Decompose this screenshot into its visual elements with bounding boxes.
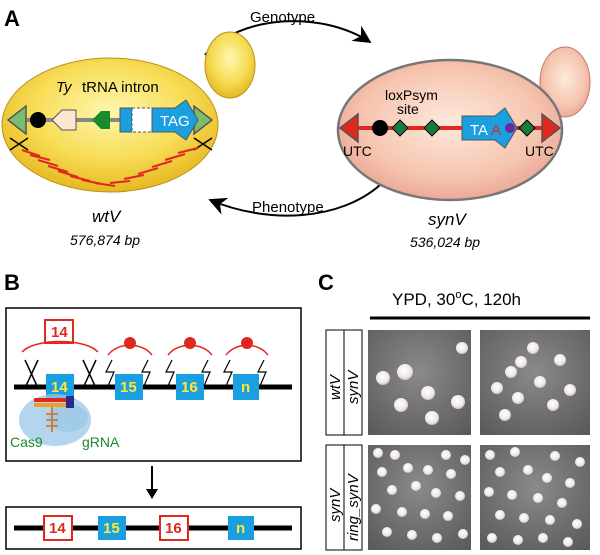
plate-row2-left [368, 445, 471, 550]
synv-centromere-icon [372, 120, 388, 136]
loxpsym-site-icon [391, 119, 409, 137]
recombination-mark-n [223, 337, 269, 387]
utc-left-label: UTC [343, 143, 372, 159]
target-dna-red [34, 398, 70, 402]
bottom-segment-16: 16 [159, 515, 189, 541]
colonies [491, 342, 576, 421]
scissors-left-icon [24, 359, 39, 389]
ty-element-icon [51, 109, 77, 131]
excision-arc [21, 340, 99, 353]
segment-box [115, 374, 143, 400]
row1-label-synv: synV [345, 369, 362, 404]
top-segment-n: n [233, 374, 259, 400]
trna-intron-label: tRNA intron [82, 79, 159, 96]
grna-strand [34, 403, 70, 407]
left-cut-mark [9, 137, 29, 151]
panel-b-bottom-frame [5, 506, 302, 550]
segment-label: n [241, 379, 250, 396]
gene-exon1 [119, 107, 133, 133]
segment-box [43, 515, 73, 541]
bottom-segment-14: 14 [43, 515, 73, 541]
recombination-marks [105, 337, 269, 387]
segment-label: n [236, 520, 245, 537]
down-arrow-head-icon [146, 489, 158, 499]
segment-label: 15 [103, 520, 120, 537]
loxpsym-label-line1: loxPsym [385, 87, 438, 103]
panel-b-top-frame [5, 307, 302, 462]
synv-cell: TA A loxPsym site UTC UTC [336, 46, 591, 202]
plate-row1-right [480, 330, 590, 435]
tag-codon-label: TAG [160, 113, 190, 130]
loxpsym-site-icon-3 [518, 119, 536, 137]
phenotype-arrow [208, 184, 381, 217]
bottom-segment-n: n [228, 516, 254, 540]
segment-box [176, 374, 204, 400]
purple-marker-icon [505, 123, 515, 133]
condition-label: YPD, 30oC, 120h [392, 289, 521, 309]
row2-label-ring-synv: ring_synV [345, 472, 362, 541]
synv-size: 536,024 bp [410, 234, 480, 250]
row1-label-wtv: wtV [327, 373, 344, 400]
segment-label: 15 [120, 379, 137, 396]
recombination-mark-16 [165, 337, 213, 387]
gene-arrow-icon [151, 99, 199, 141]
top-segment-15: 15 [115, 374, 143, 400]
recombination-mark-15 [105, 337, 153, 387]
plate-row2-right [480, 445, 590, 550]
centromere-icon [30, 112, 46, 128]
utc-right-label: UTC [525, 143, 554, 159]
wtv-name: wtV [92, 207, 122, 226]
loxpsym-label-line2: site [397, 101, 419, 117]
segment-box [233, 374, 259, 400]
cas9-grna-complex: Cas9 gRNA [10, 394, 120, 450]
deleted-fragments [21, 147, 199, 187]
row2-label-synv: synV [327, 487, 344, 522]
excised-segment-14 [44, 319, 74, 344]
wtv-size: 576,874 bp [70, 232, 140, 248]
loxpsym-site-icon-2 [423, 119, 441, 137]
segment-label: 16 [165, 520, 182, 537]
synv-gene-arrow-icon [461, 107, 518, 149]
segment-box [228, 516, 254, 540]
trna-icon [92, 111, 110, 129]
segment-label: 14 [49, 520, 66, 537]
scissors-right-icon [82, 359, 97, 389]
plate-row1-left [368, 330, 471, 435]
panel-b-letter: B [4, 270, 20, 295]
cas9-label: Cas9 [10, 434, 43, 450]
colonies [371, 448, 470, 543]
phenotype-label: Phenotype [252, 199, 324, 216]
wtv-cell: Ty tRNA intron TAG [1, 31, 256, 193]
top-segment-16: 16 [176, 374, 204, 400]
segment-box [98, 516, 126, 540]
ty-label: Ty [56, 79, 73, 96]
taa-codon-ta: TA [470, 122, 488, 139]
taa-codon-a: A [491, 122, 501, 139]
pam-icon [66, 396, 74, 408]
panel-c-letter: C [318, 270, 334, 295]
synv-bud [539, 46, 591, 118]
synv-name: synV [428, 210, 467, 229]
excised-segment-14-label: 14 [51, 324, 68, 341]
segment-label: 14 [51, 379, 68, 396]
segment-box [159, 515, 189, 541]
panel-a-letter: A [4, 6, 20, 31]
genotype-label: Genotype [250, 9, 315, 26]
wtv-bud [204, 31, 256, 99]
grna-hairpin-icon [46, 407, 58, 432]
synv-right-telomere-icon [541, 112, 562, 144]
bottom-segment-15: 15 [98, 516, 126, 540]
left-telomere-icon [6, 104, 27, 136]
grna-label: gRNA [82, 434, 120, 450]
colonies [376, 342, 468, 425]
gene-intron [131, 107, 153, 133]
segment-label: 16 [181, 379, 198, 396]
synv-left-telomere-icon [338, 112, 359, 144]
colonies [484, 447, 585, 547]
